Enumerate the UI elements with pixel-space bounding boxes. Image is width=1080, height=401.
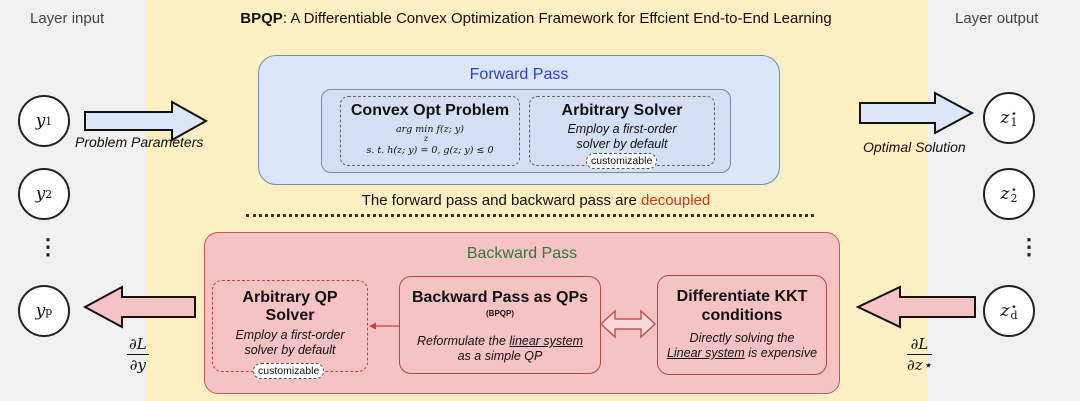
title-bold: BPQP bbox=[240, 10, 283, 27]
output-node-z1: z⋆1 bbox=[983, 92, 1035, 144]
dotted-separator bbox=[246, 206, 814, 217]
kkt-desc1: Directly solving the bbox=[689, 331, 795, 345]
input-vdots: ⋮ bbox=[37, 234, 59, 259]
kkt-box: Differentiate KKT conditions Directly so… bbox=[657, 275, 827, 375]
bpqp-sub: (BPQP) bbox=[486, 309, 514, 318]
kkt-desc2: Linear system is expensive bbox=[666, 346, 818, 360]
decoupled-word: decoupled bbox=[641, 192, 711, 209]
layer-input-label: Layer input bbox=[30, 10, 105, 27]
dl-dz-fraction: ∂L ∂z⋆ bbox=[907, 335, 933, 374]
convex-opt-objective-sub: z bbox=[423, 134, 429, 143]
bpqp-to-solver-head bbox=[369, 322, 376, 330]
bpqp-title: Backward Pass as QPs bbox=[411, 289, 589, 306]
customizable-pill-backward: customizable bbox=[253, 363, 325, 379]
problem-parameters-label: Problem Parameters bbox=[75, 134, 204, 150]
qp-solver-title2: Solver bbox=[265, 307, 315, 324]
bpqp-desc1: Reformulate the linear system bbox=[416, 334, 584, 348]
dl-dz-den: ∂z⋆ bbox=[907, 356, 933, 374]
dl-dy-den: ∂y bbox=[129, 356, 146, 374]
output-vdots: ⋮ bbox=[1018, 234, 1040, 259]
title-rest: : A Differentiable Convex Optimization F… bbox=[282, 10, 832, 27]
grad-z-arrow bbox=[855, 285, 976, 329]
qp-solver-desc2: solver by default bbox=[244, 343, 336, 357]
arbitrary-solver-desc2: solver by default bbox=[576, 137, 668, 151]
dl-dy-num: ∂L bbox=[127, 335, 149, 355]
bpqp-desc2: as a simple QP bbox=[457, 349, 543, 363]
qp-solver-title1: Arbitrary QP bbox=[242, 289, 338, 306]
convex-opt-box: Convex Opt Problem arg min f(z; y) z s. … bbox=[340, 96, 520, 166]
backward-pass-title: Backward Pass bbox=[466, 245, 578, 262]
backward-pass-box: Backward Pass Arbitrary QP Solver Employ… bbox=[204, 232, 840, 394]
convex-opt-constraints: s. t. h(z; y) = 0, g(z; y) ≤ 0 bbox=[366, 145, 494, 156]
kkt-title2: conditions bbox=[701, 307, 783, 324]
convex-opt-title: Convex Opt Problem bbox=[350, 102, 510, 119]
kkt-title1: Differentiate KKT bbox=[676, 288, 808, 305]
arbitrary-solver-title: Arbitrary Solver bbox=[561, 102, 683, 119]
convex-opt-objective: arg min f(z; y) bbox=[395, 124, 464, 135]
customizable-pill-forward: customizable bbox=[586, 153, 658, 169]
decouple-text: The forward pass and backward pass are d… bbox=[361, 192, 711, 209]
bpqp-kkt-double-arrow bbox=[599, 309, 657, 339]
dl-dy-fraction: ∂L ∂y bbox=[127, 335, 149, 374]
dl-dz-num: ∂L bbox=[907, 335, 933, 355]
backward-connectors bbox=[369, 309, 657, 339]
optimal-solution-label: Optimal Solution bbox=[863, 139, 966, 155]
output-node-zd: z⋆d bbox=[983, 285, 1035, 337]
diagram-title: BPQP: A Differentiable Convex Optimizati… bbox=[145, 10, 927, 27]
forward-pass-title: Forward Pass bbox=[469, 66, 569, 83]
arbitrary-solver-desc1: Employ a first-order bbox=[567, 122, 677, 136]
forward-pass-box: Forward Pass Convex Opt Problem arg min … bbox=[258, 55, 780, 185]
input-arrow bbox=[84, 100, 209, 142]
bpqp-box: Backward Pass as QPs (BPQP) Reformulate … bbox=[399, 276, 601, 374]
output-node-z2: z⋆2 bbox=[983, 168, 1035, 220]
forward-inner-box: Convex Opt Problem arg min f(z; y) z s. … bbox=[321, 89, 731, 173]
qp-solver-desc1: Employ a first-order bbox=[235, 328, 345, 342]
arbitrary-solver-box: Arbitrary Solver Employ a first-order so… bbox=[529, 96, 715, 169]
grad-y-arrow bbox=[82, 285, 196, 329]
layer-output-label: Layer output bbox=[955, 10, 1039, 27]
output-arrow bbox=[859, 91, 975, 135]
qp-solver-box: Arbitrary QP Solver Employ a first-order… bbox=[212, 280, 368, 379]
